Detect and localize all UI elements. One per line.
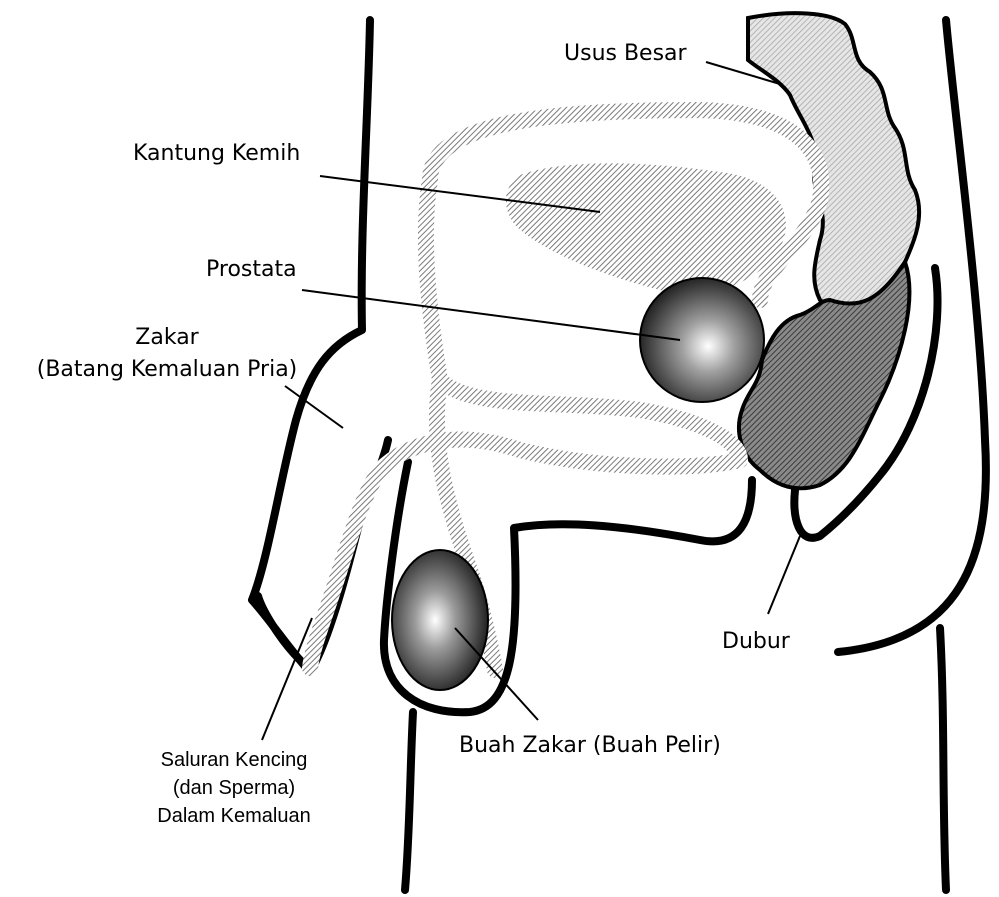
label-zakar-desc: (Batang Kemaluan Pria): [37, 357, 298, 382]
label-kantung-kemih: Kantung Kemih: [133, 141, 300, 166]
label-saluran-1: Saluran Kencing: [161, 749, 308, 771]
leg-back-outline: [940, 628, 946, 890]
bladder: [506, 163, 786, 293]
leader-saluran: [262, 618, 312, 740]
label-prostata: Prostata: [206, 257, 297, 282]
abdomen-outline: [252, 20, 388, 672]
leader-dubur: [768, 536, 800, 614]
label-buah-zakar: Buah Zakar (Buah Pelir): [459, 733, 721, 758]
leg-front-outline: [405, 712, 413, 890]
label-saluran-3: Dalam Kemaluan: [157, 805, 310, 827]
label-usus-besar: Usus Besar: [564, 41, 688, 66]
label-saluran-2: (dan Sperma): [173, 777, 295, 799]
testis: [392, 550, 488, 690]
prostate: [640, 278, 764, 402]
penis-outline-top: [258, 596, 300, 660]
label-zakar: Zakar: [135, 325, 199, 350]
label-dubur: Dubur: [722, 629, 791, 654]
